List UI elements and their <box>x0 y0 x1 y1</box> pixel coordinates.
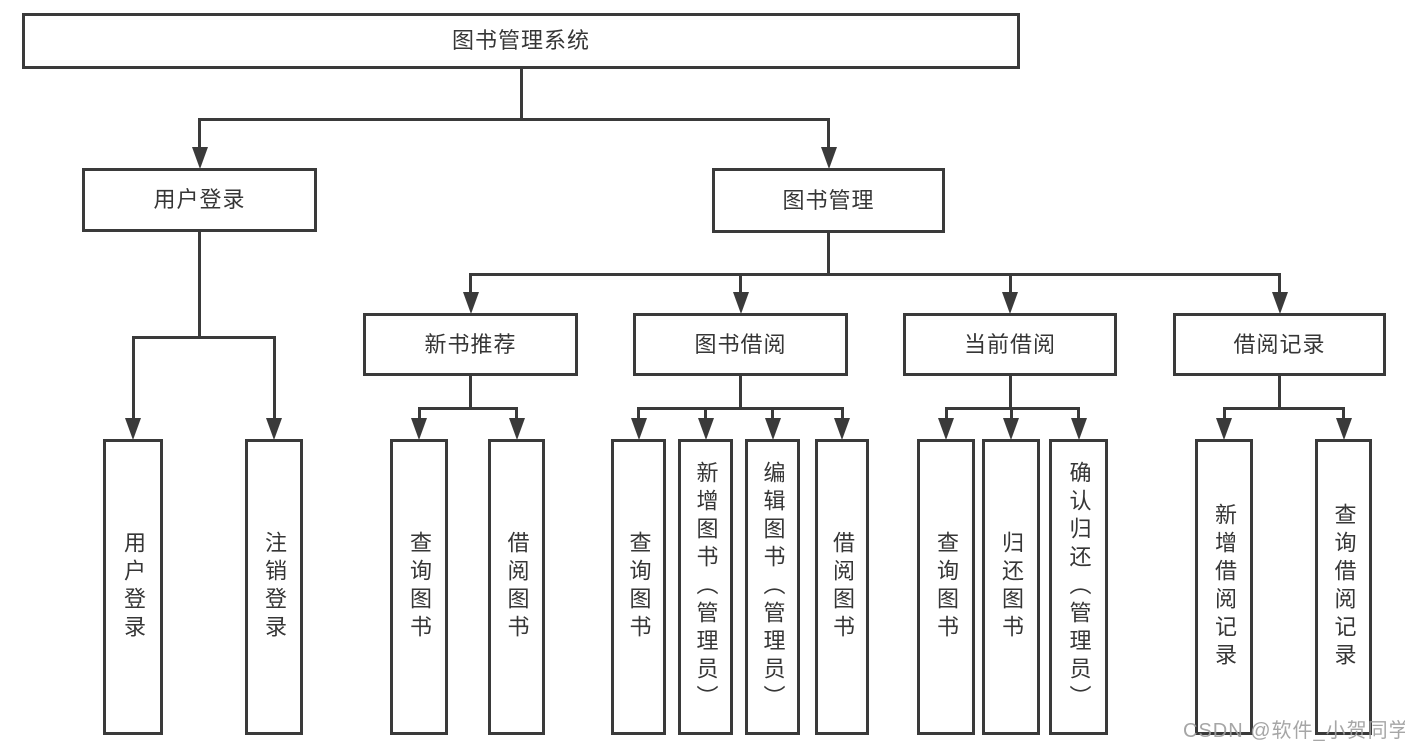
node-nb-query: 查询图书 <box>390 439 448 735</box>
csdn-watermark: CSDN @软件_小贺同学 <box>1183 720 1405 742</box>
connector-line <box>1278 376 1281 410</box>
connector-line <box>704 407 707 422</box>
connector-line <box>1342 407 1345 422</box>
arrowhead-down <box>732 292 749 314</box>
node-bb-borrow: 借阅图书 <box>815 439 869 735</box>
connector-line <box>417 407 421 422</box>
connector-line <box>637 407 844 410</box>
node-bb-add: 新增图书（管理员） <box>678 439 733 735</box>
node-cb-confirm: 确认归还（管理员） <box>1049 439 1108 735</box>
connector-line <box>1008 273 1012 296</box>
node-current-borrow: 当前借阅 <box>903 313 1117 376</box>
node-br-add: 新增借阅记录 <box>1195 439 1253 735</box>
node-bb-query: 查询图书 <box>611 439 666 735</box>
connector-line <box>1222 407 1345 410</box>
connector-line <box>771 407 774 422</box>
connector-line <box>198 118 201 151</box>
arrowhead-down <box>764 418 781 440</box>
arrowhead-down <box>1216 418 1232 440</box>
arrowhead-down <box>508 418 525 440</box>
node-user-login: 用户登录 <box>82 168 317 232</box>
connector-line <box>1222 407 1226 422</box>
connector-line <box>469 273 472 296</box>
arrowhead-down <box>125 418 141 440</box>
arrowhead-down <box>411 418 427 440</box>
arrowhead-down <box>630 418 647 440</box>
connector-line <box>1278 273 1281 296</box>
node-borrow-records: 借阅记录 <box>1173 313 1386 376</box>
arrowhead-down <box>1003 418 1019 440</box>
arrowhead-down <box>266 418 282 440</box>
connector-line <box>515 407 518 422</box>
connector-line <box>198 118 830 121</box>
arrowhead-down <box>938 418 954 440</box>
connector-line <box>131 336 135 422</box>
node-cb-query: 查询图书 <box>917 439 975 735</box>
connector-line <box>469 376 472 410</box>
connector-line <box>739 273 742 296</box>
arrowhead-down <box>191 147 208 169</box>
connector-line <box>417 407 518 410</box>
arrowhead-down <box>1070 418 1087 440</box>
node-book-mgmt: 图书管理 <box>712 168 945 233</box>
arrowhead-down <box>1335 418 1352 440</box>
node-book-borrow: 图书借阅 <box>633 313 848 376</box>
connector-line <box>1077 407 1080 422</box>
node-cb-return: 归还图书 <box>982 439 1040 735</box>
node-br-query: 查询借阅记录 <box>1315 439 1372 735</box>
connector-line <box>944 407 948 422</box>
connector-line <box>1008 376 1012 410</box>
arrowhead-down <box>820 147 837 169</box>
node-nb-borrow: 借阅图书 <box>488 439 545 735</box>
arrowhead-down <box>834 418 850 440</box>
arrowhead-down <box>462 292 479 314</box>
connector-line <box>272 336 276 422</box>
connector-line <box>840 407 844 422</box>
connector-line <box>739 376 742 410</box>
arrowhead-down <box>1002 292 1018 314</box>
connector-line <box>519 69 523 121</box>
connector-line <box>198 232 201 339</box>
connector-line <box>637 407 640 422</box>
node-leaf-logout: 注销登录 <box>245 439 303 735</box>
connector-line <box>131 336 276 339</box>
node-root: 图书管理系统 <box>22 13 1020 69</box>
connector-line <box>827 233 830 276</box>
node-new-books: 新书推荐 <box>363 313 578 376</box>
connector-line <box>469 273 1281 276</box>
connector-line <box>827 118 830 151</box>
node-leaf-user-login: 用户登录 <box>103 439 163 735</box>
node-bb-edit: 编辑图书（管理员） <box>745 439 800 735</box>
connector-line <box>1009 407 1013 422</box>
arrowhead-down <box>1271 292 1288 314</box>
arrowhead-down <box>697 418 714 440</box>
